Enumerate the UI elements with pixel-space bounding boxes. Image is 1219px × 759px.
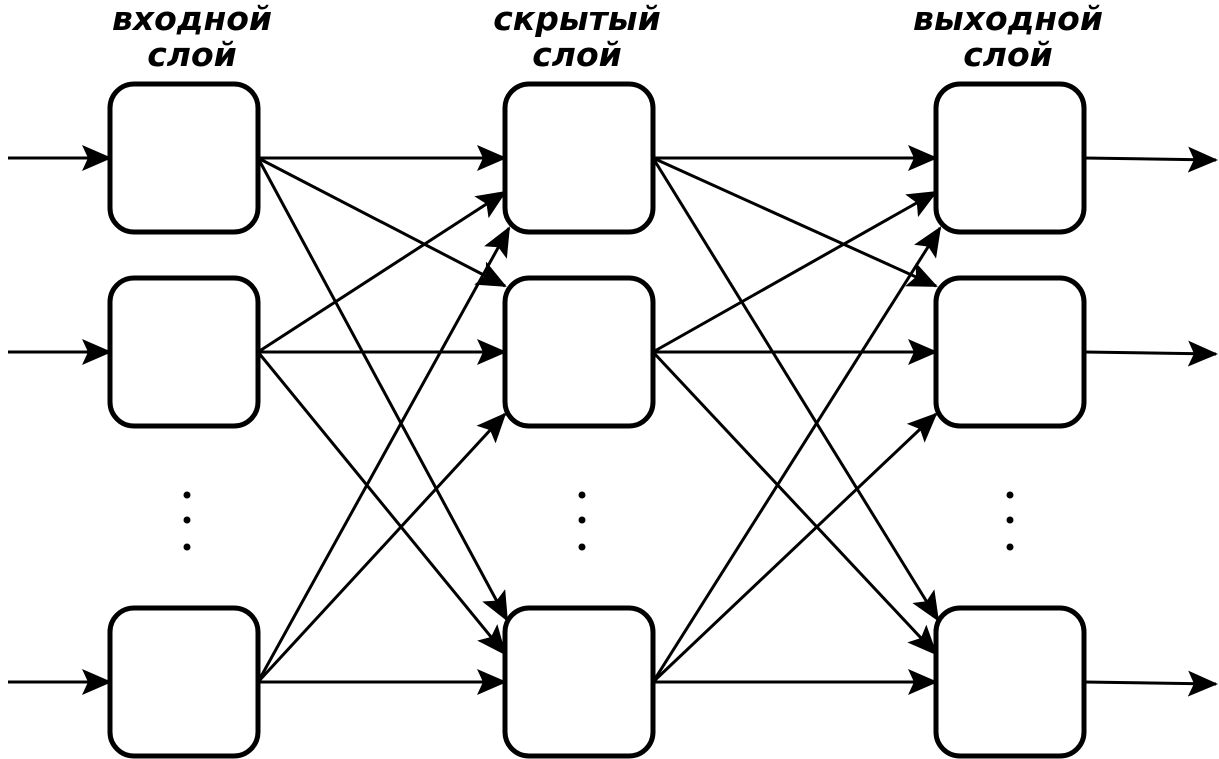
edge-hidden-2-to-output-1	[652, 190, 938, 354]
edge-input-1-to-hidden-2	[257, 156, 507, 288]
ellipsis-dot-input-3	[183, 543, 191, 551]
edge-input-3-to-hidden-2	[256, 412, 507, 684]
ellipses	[183, 491, 1014, 551]
edge-input-1-to-hidden-3	[256, 157, 509, 622]
output-arrow-1	[1083, 146, 1218, 173]
node-output-1	[933, 81, 1087, 235]
output-arrow-2	[1083, 340, 1218, 367]
ellipsis-dot-hidden-2	[578, 516, 586, 524]
ellipsis-dot-output-2	[1006, 516, 1014, 524]
edge-input-2-to-hidden-3	[256, 351, 507, 656]
ellipsis-dot-hidden-3	[578, 543, 586, 551]
edge-hidden-2-to-output-3	[651, 350, 938, 656]
layer-title-hidden-line1: скрытый	[493, 0, 661, 38]
layer-title-input-line1: входной	[112, 0, 272, 38]
connections	[8, 145, 1218, 697]
nodes	[107, 81, 1087, 759]
ellipsis-dot-output-3	[1006, 543, 1014, 551]
edge-input-3-to-hidden-1	[256, 226, 511, 683]
edge-hidden-3-to-output-1	[651, 226, 942, 683]
node-input-2	[107, 275, 261, 429]
ellipsis-dot-hidden-1	[578, 491, 586, 499]
node-hidden-2	[502, 275, 656, 429]
node-output-2	[933, 275, 1087, 429]
layer-title-hidden-line2: слой	[532, 35, 622, 74]
ellipsis-dot-input-2	[183, 516, 191, 524]
layer-title-output: выходной слой	[913, 0, 1103, 74]
node-input-1	[107, 81, 261, 235]
node-hidden-1	[502, 81, 656, 235]
edge-hidden-1-to-output-2	[652, 156, 938, 288]
edge-input-2-to-hidden-1	[257, 190, 507, 354]
layer-title-output-line1: выходной	[913, 0, 1103, 38]
edge-hidden-3-to-output-2	[651, 412, 938, 684]
layer-title-output-line2: слой	[963, 35, 1053, 74]
layer-title-input-line2: слой	[147, 35, 237, 74]
ellipsis-dot-output-1	[1006, 491, 1014, 499]
node-hidden-3	[502, 605, 656, 759]
layer-title-input: входной слой	[112, 0, 272, 74]
output-arrow-3	[1083, 670, 1218, 697]
edge-hidden-1-to-output-3	[651, 157, 940, 622]
ellipsis-dot-input-1	[183, 491, 191, 499]
node-input-3	[107, 605, 261, 759]
layer-title-hidden: скрытый слой	[493, 0, 661, 74]
node-output-3	[933, 605, 1087, 759]
